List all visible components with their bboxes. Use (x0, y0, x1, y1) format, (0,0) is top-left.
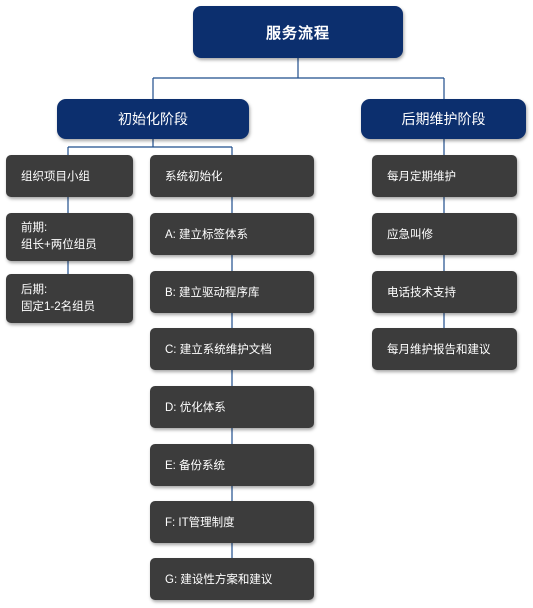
system-init-step-box: G: 建设性方案和建议 (150, 558, 314, 600)
init-phase-box: 初始化阶段 (57, 99, 249, 139)
team-header-label: 组织项目小组 (21, 171, 90, 183)
system-init-step-label: B: 建立驱动程序库 (165, 287, 260, 299)
team-early-box: 前期: 组长+两位组员 (6, 213, 133, 261)
maintenance-phase-label: 后期维护阶段 (401, 111, 486, 127)
maintenance-step-box: 每月定期维护 (372, 155, 517, 197)
system-init-header-box: 系统初始化 (150, 155, 314, 197)
system-init-step-label: D: 优化体系 (165, 402, 226, 414)
team-late-detail: 固定1-2名组员 (21, 300, 96, 313)
maintenance-step-box: 每月维护报告和建议 (372, 328, 517, 370)
init-phase-label: 初始化阶段 (118, 111, 188, 127)
service-process-title-text: 服务流程 (265, 24, 330, 42)
team-late-box: 后期: 固定1-2名组员 (6, 274, 133, 323)
team-early-detail: 组长+两位组员 (21, 239, 97, 251)
maintenance-step-label: 应急叫修 (387, 229, 433, 241)
system-init-step-label: G: 建设性方案和建议 (165, 574, 273, 586)
system-init-step-box: D: 优化体系 (150, 386, 314, 428)
system-init-step-box: F: IT管理制度 (150, 501, 314, 543)
maintenance-step-label: 每月维护报告和建议 (387, 344, 491, 356)
maintenance-step-label: 电话技术支持 (387, 287, 456, 299)
system-init-step-box: B: 建立驱动程序库 (150, 271, 314, 313)
maintenance-step-box: 应急叫修 (372, 213, 517, 255)
team-header-box: 组织项目小组 (6, 155, 133, 197)
maintenance-step-label: 每月定期维护 (387, 171, 456, 183)
service-process-title: 服务流程 (193, 6, 403, 58)
system-init-step-label: C: 建立系统维护文档 (165, 344, 272, 356)
maintenance-phase-box: 后期维护阶段 (361, 99, 526, 139)
system-init-step-label: F: IT管理制度 (165, 517, 235, 529)
system-init-step-label: E: 备份系统 (165, 460, 226, 472)
system-init-step-box: A: 建立标签体系 (150, 213, 314, 255)
maintenance-step-box: 电话技术支持 (372, 271, 517, 313)
system-init-step-label: A: 建立标签体系 (165, 229, 249, 241)
system-init-header-label: 系统初始化 (165, 171, 223, 183)
team-late-label: 后期: (21, 283, 48, 296)
system-init-step-box: E: 备份系统 (150, 444, 314, 486)
system-init-step-box: C: 建立系统维护文档 (150, 328, 314, 370)
team-early-label: 前期: (21, 222, 48, 234)
